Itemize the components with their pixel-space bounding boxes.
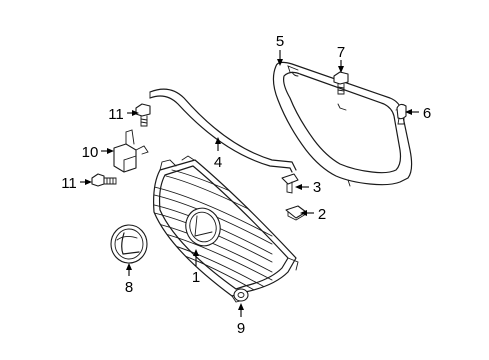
callout-4: 4 [214,154,222,171]
bracket-part [113,129,149,173]
emblem-part [110,224,148,264]
callout-5: 5 [276,33,284,50]
callout-11-upper: 11 [108,106,124,123]
washer-part [233,288,249,302]
callout-8: 8 [125,279,133,296]
callout-9: 9 [237,320,245,337]
callout-10: 10 [82,144,99,161]
bolt-part-7 [333,71,349,95]
callout-6: 6 [423,105,431,122]
callout-labels: 1 2 3 4 5 6 7 8 9 10 11 11 [61,33,431,337]
molding-strip-part [149,88,297,173]
push-clip-part [281,173,299,194]
bolt-part-11-lower [91,173,117,187]
callout-3: 3 [313,179,321,196]
callout-7: 7 [337,44,345,61]
leader-lines [80,50,419,317]
callout-11-lower: 11 [61,175,77,192]
radiator-grille-part [153,155,299,303]
callout-1: 1 [192,269,200,286]
callout-2: 2 [318,206,326,223]
bolt-part-11-upper [135,103,151,127]
grommet-clip-part [396,103,407,125]
